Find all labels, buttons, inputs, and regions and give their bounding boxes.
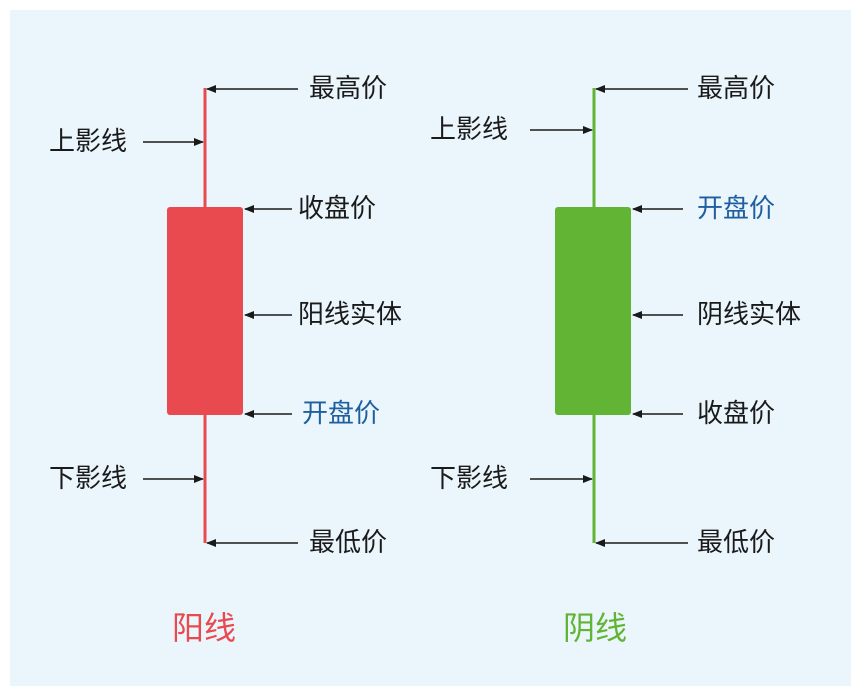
yin-lower-shadow-label: 下影线 [430,464,509,494]
yin-body [555,207,631,415]
yin-low-label: 最低价 [697,528,776,558]
yin-high-label: 最高价 [697,74,776,104]
yin-title: 阴线 [563,609,628,647]
yang-candle [167,88,243,543]
yin-upper-shadow-label: 上影线 [430,115,509,145]
yang-open-label: 开盘价 [302,399,381,429]
yin-close-label: 收盘价 [697,399,776,429]
yang-close-label: 收盘价 [298,194,377,224]
yin-open-label: 开盘价 [697,194,776,224]
yin-candle [555,88,631,543]
yang-body-label: 阳线实体 [298,300,403,330]
yang-body [167,207,243,415]
diagram-background [10,10,851,686]
yang-low-label: 最低价 [309,528,388,558]
yang-lower-shadow-label: 下影线 [49,464,128,494]
yang-upper-shadow-label: 上影线 [49,127,128,157]
yang-title: 阳线 [172,609,237,647]
yin-body-label: 阴线实体 [697,300,802,330]
yang-high-label: 最高价 [309,74,388,104]
